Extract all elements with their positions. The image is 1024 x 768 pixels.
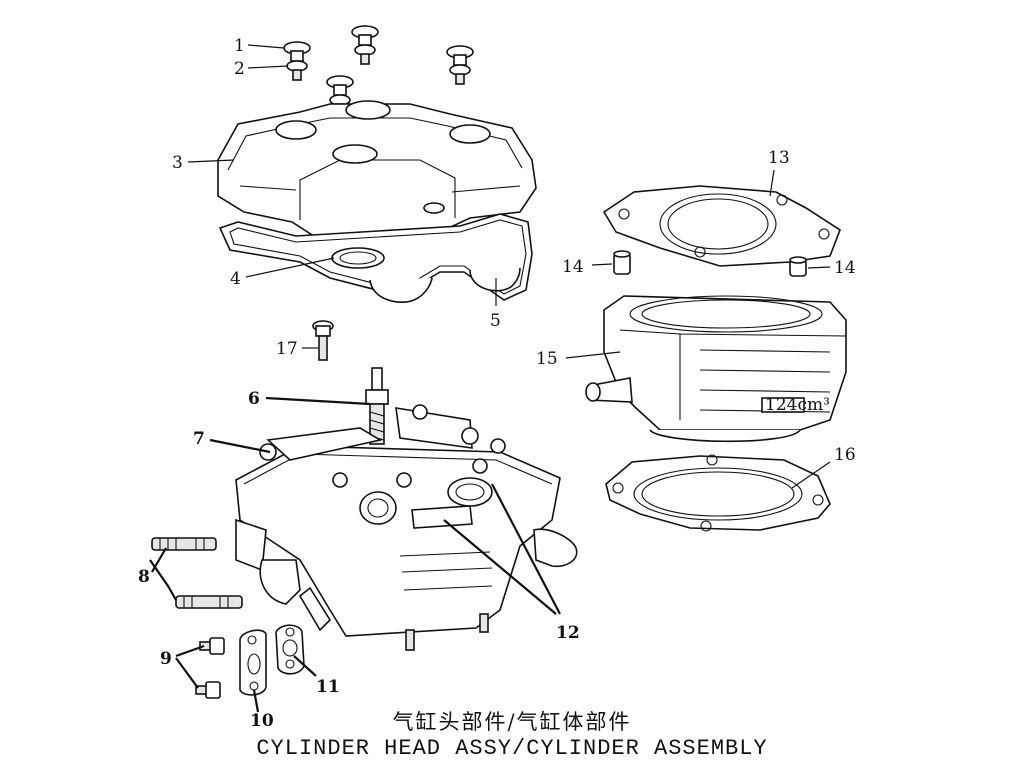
- callout-9: 9: [160, 649, 172, 669]
- cover-bolt: [283, 41, 311, 81]
- callout-7: 7: [193, 429, 205, 449]
- cover-bolt: [351, 25, 379, 65]
- callout-13: 13: [768, 148, 790, 168]
- stud-bolts: [151, 537, 243, 609]
- callout-1: 1: [234, 36, 245, 56]
- bolt-17: [312, 320, 334, 361]
- flange-gaskets: [239, 624, 305, 696]
- base-gasket: [605, 454, 831, 532]
- callout-15: 15: [536, 349, 558, 369]
- callout-4: 4: [230, 269, 241, 289]
- dowel-pins: [613, 250, 807, 277]
- callout-14-right: 14: [834, 258, 856, 278]
- cylinder-block: 124cm³: [585, 295, 847, 443]
- diagram-title-chinese: 气缸头部件/气缸体部件: [392, 710, 632, 734]
- callout-10: 10: [250, 711, 274, 731]
- head-gasket: [602, 185, 841, 267]
- cover-bolt: [326, 75, 354, 115]
- callout-3: 3: [172, 153, 183, 173]
- cylinder-mark: 124cm³: [765, 395, 830, 415]
- small-bolts: [195, 637, 225, 699]
- cover-gasket: [218, 213, 533, 304]
- cover-bolt: [446, 45, 474, 85]
- leader-lines: [149, 44, 831, 713]
- callout-12: 12: [556, 623, 580, 643]
- callout-11: 11: [316, 677, 340, 697]
- callout-2: 2: [234, 59, 245, 79]
- callout-14-left: 14: [562, 257, 584, 277]
- callout-16: 16: [834, 445, 856, 465]
- spark-plug: [365, 367, 389, 445]
- cylinder-head: [235, 404, 578, 651]
- callout-17: 17: [276, 339, 298, 359]
- cylinder-head-cover: [217, 100, 537, 241]
- callout-labels: 1 2 3 4 5 6 7 8 9 10 11 12 13 14 14 15 1…: [138, 36, 856, 731]
- callout-8: 8: [138, 567, 150, 587]
- callout-6: 6: [248, 389, 260, 409]
- callout-5: 5: [490, 311, 501, 331]
- diagram-title-english: CYLINDER HEAD ASSY/CYLINDER ASSEMBLY: [256, 736, 768, 761]
